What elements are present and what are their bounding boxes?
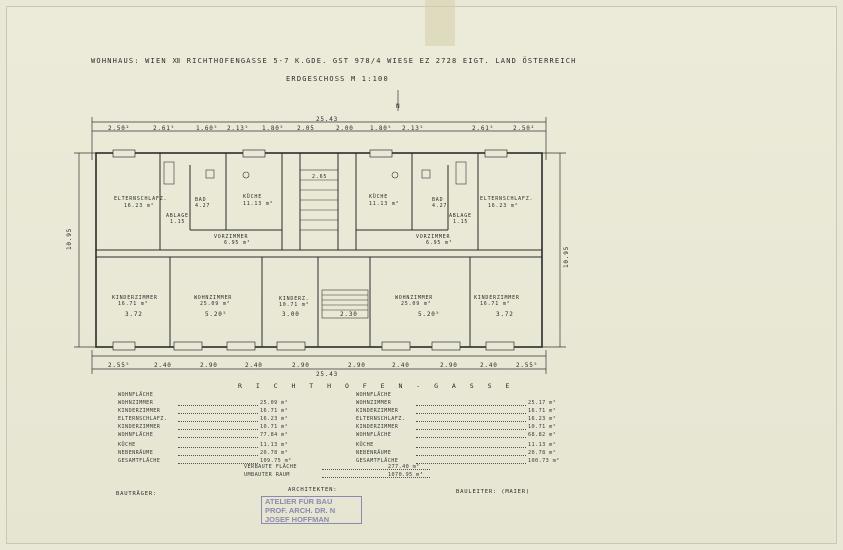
client-label: BAUTRÄGER:: [116, 491, 158, 497]
room-label: KÜCHE: [243, 194, 263, 200]
room-area: 10.71 m²: [279, 302, 310, 308]
room-label: ABLAGE: [166, 213, 189, 219]
room-label: VORZIMMER: [214, 234, 249, 240]
room-label: ABLAGE: [449, 213, 472, 219]
inner-dim: 3.72: [125, 311, 143, 318]
tape-strip: [425, 0, 455, 46]
bottom-dim: 2.90: [292, 362, 310, 369]
room-area: 1.15: [453, 219, 469, 225]
depth-dim-right: 10.95: [563, 245, 570, 268]
top-dim: 2.50²: [108, 125, 131, 132]
top-dim: 2.13⁵: [227, 125, 250, 132]
room-area: 6.95 m²: [224, 240, 251, 246]
room-label: WOHNZIMMER: [395, 295, 434, 301]
bottom-dim: 2.90: [440, 362, 458, 369]
sheet-border: [6, 6, 837, 544]
room-area: 1.15: [170, 219, 186, 225]
room-area: 11.13 m²: [369, 201, 400, 207]
top-dim: 2.61⁵: [472, 125, 495, 132]
drawing-subtitle: ERDGESCHOSS M 1:100: [286, 75, 389, 83]
interior-walls: [96, 153, 542, 347]
room-area: 4.27: [432, 203, 448, 209]
room-area: 16.23 m²: [124, 203, 155, 209]
schedule-left-header: WOHNFLÄCHE: [118, 392, 154, 398]
room-area: 25.09 m²: [200, 301, 231, 307]
room-area: 25.09 m²: [401, 301, 432, 307]
room-area: 4.27: [195, 203, 211, 209]
top-dim: 1.80⁵: [262, 125, 285, 132]
room-area: 16.71 m²: [480, 301, 511, 307]
site-manager-label: BAULEITER: (MAIER): [456, 489, 531, 495]
bottom-dim: 2.40: [154, 362, 172, 369]
room-label: VORZIMMER: [416, 234, 451, 240]
bottom-dim: 2.90: [200, 362, 218, 369]
top-dim: 1.80⁵: [370, 125, 393, 132]
room-label: ELTERNSCHLAFZ.: [480, 196, 534, 202]
room-label: WOHNZIMMER: [194, 295, 233, 301]
architect-stamp: ATELIER FÜR BAU PROF. ARCH. DR. N JOSEF …: [261, 496, 362, 524]
top-dim: 2.61⁵: [153, 125, 176, 132]
staircase: [299, 169, 369, 319]
bottom-dim: 2.55⁵: [516, 362, 539, 369]
inner-dim: 5.20⁵: [418, 311, 441, 318]
room-label: BAD: [195, 197, 207, 203]
bottom-dim: 2.40: [392, 362, 410, 369]
room-label: KINDERZ.: [279, 296, 310, 302]
top-dim: 2.00: [336, 125, 354, 132]
fixtures: [163, 161, 467, 185]
room-label: KINDERZIMMER: [474, 295, 520, 301]
room-area: 11.13 m²: [243, 201, 274, 207]
room-area: 16.23 m²: [488, 203, 519, 209]
bottom-dim: 2.40: [480, 362, 498, 369]
overall-dim-top: 25.43: [316, 116, 339, 123]
schedule-right-header: WOHNFLÄCHE: [356, 392, 392, 398]
top-dim: 2.13⁵: [402, 125, 425, 132]
depth-dim-left: 10.95: [66, 227, 73, 250]
architects-label: ARCHITEKTEN:: [288, 487, 338, 493]
room-label: ELTERNSCHLAFZ.: [114, 196, 168, 202]
top-dim: 2.05: [297, 125, 315, 132]
room-label: BAD: [432, 197, 444, 203]
windows: [112, 149, 515, 351]
stair-dim: 2.65: [312, 174, 328, 180]
inner-dim: 2.30: [340, 311, 358, 318]
bottom-dim: 2.55⁵: [108, 362, 131, 369]
top-dim: 2.50²: [513, 125, 536, 132]
room-area: 6.95 m²: [426, 240, 453, 246]
room-label: KINDERZIMMER: [112, 295, 158, 301]
inner-dim: 3.00: [282, 311, 300, 318]
street-name: R I C H T H O F E N - G A S S E: [238, 382, 515, 390]
top-dim: 1.60⁵: [196, 125, 219, 132]
room-area: 16.71 m²: [118, 301, 149, 307]
inner-dim: 5.20⁵: [205, 311, 228, 318]
bottom-dim: 2.40: [245, 362, 263, 369]
room-label: KÜCHE: [369, 194, 389, 200]
north-label: N: [396, 103, 401, 110]
bottom-dim: 2.90: [348, 362, 366, 369]
drawing-title: WOHNHAUS: WIEN Ⅻ RICHTHOFENGASSE 5-7 K.G…: [91, 57, 577, 65]
inner-dim: 3.72: [496, 311, 514, 318]
overall-dim-bottom: 25.43: [316, 371, 339, 378]
